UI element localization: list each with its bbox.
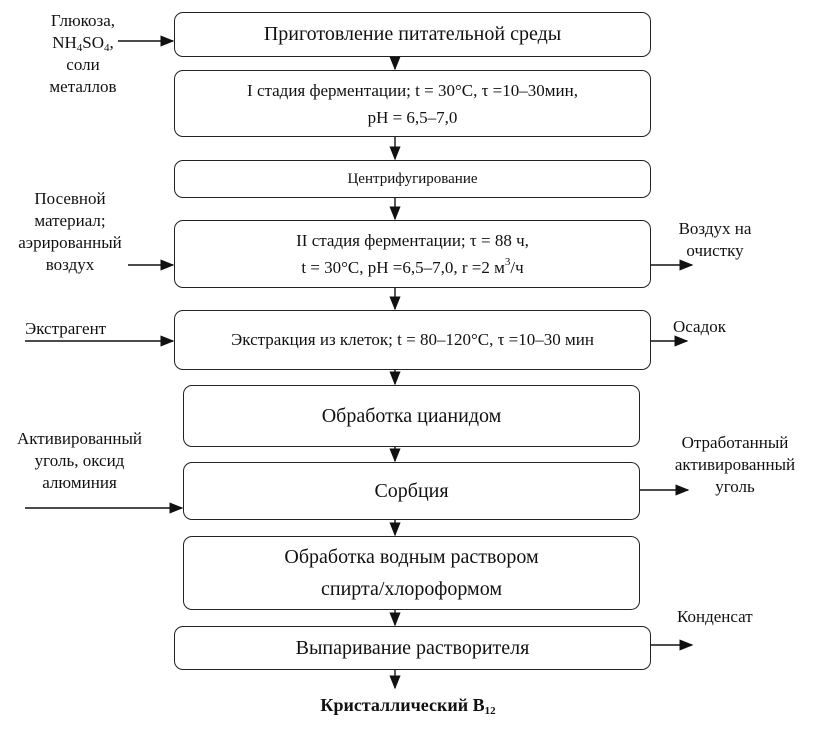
step-label: II стадия ферментации; τ = 88 ч, [296,231,529,250]
step-sorption: Сорбция [183,462,640,520]
step-fermentation-1: I стадия ферментации; t = 30°C, τ =10–30… [174,70,651,137]
final-product: Кристаллический B12 [320,695,496,717]
step-label: Центрифугирование [347,170,478,187]
step-medium-preparation: Приготовление питательной среды [174,12,651,57]
step-label: Выпаривание растворителя [295,636,530,659]
step-label: Приготовление питательной среды [263,23,562,45]
step-label: Сорбция [374,479,449,502]
step-label: t = 30°C, pH =6,5–7,0, r =2 м3/ч [301,256,524,278]
step-label: Обработка водным раствором [284,546,539,568]
step-label: спирта/хлороформом [320,578,502,600]
step-fermentation-2: II стадия ферментации; τ = 88 ч, t = 30°C… [174,220,651,288]
step-evaporation: Выпаривание растворителя [174,626,651,670]
output-sediment: Осадок [673,317,726,336]
output-condensate: Конденсат [677,607,753,626]
step-label: I стадия ферментации; t = 30°C, τ =10–30… [247,80,578,100]
step-alcohol-treatment: Обработка водным раствором спирта/хлорофо… [183,536,640,610]
step-label: Экстракция из клеток; t = 80–120°C, τ =1… [231,330,594,349]
input-extragent: Экстрагент [25,319,107,338]
input-glucose: Глюкоза, NH4SO4, соли металлов [49,11,117,96]
step-label: pH = 6,5–7,0 [367,107,458,127]
step-centrifugation: Центрифугирование [174,160,651,198]
step-label: Обработка цианидом [321,404,502,427]
step-cyanide: Обработка цианидом [183,385,640,447]
step-extraction: Экстракция из клеток; t = 80–120°C, τ =1… [174,310,651,370]
